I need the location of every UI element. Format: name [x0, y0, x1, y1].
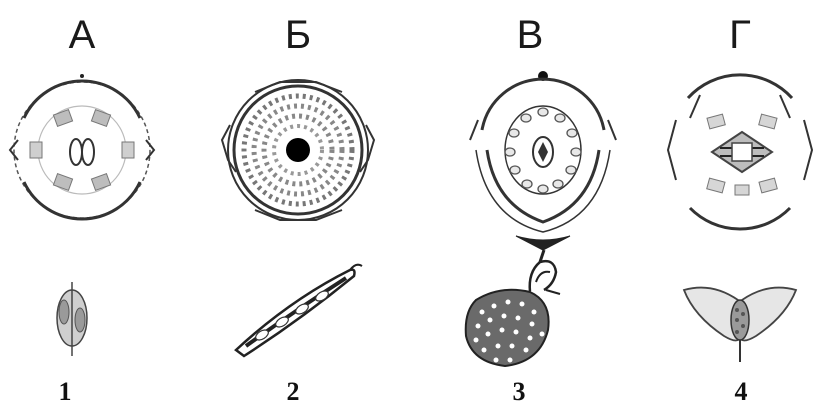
diagram-letter-a: А [69, 13, 96, 57]
diagram-letter-v: В [517, 13, 544, 57]
flower-diagram-b [222, 80, 374, 220]
fruit-number-3: 3 [513, 377, 526, 406]
fruit-2 [236, 265, 362, 356]
fruit-number-1: 1 [59, 377, 72, 406]
flower-diagram-a [10, 74, 154, 219]
fruit-number-2: 2 [287, 377, 300, 406]
fruit-3 [466, 250, 560, 366]
diagram-letter-b: Б [285, 13, 311, 57]
fruit-number-4: 4 [735, 377, 748, 406]
fruit-1 [57, 282, 87, 356]
flower-diagram-g [668, 75, 812, 229]
fruit-4 [684, 288, 796, 362]
flower-diagram-v [470, 71, 616, 250]
diagram-letter-g: Г [729, 13, 751, 57]
